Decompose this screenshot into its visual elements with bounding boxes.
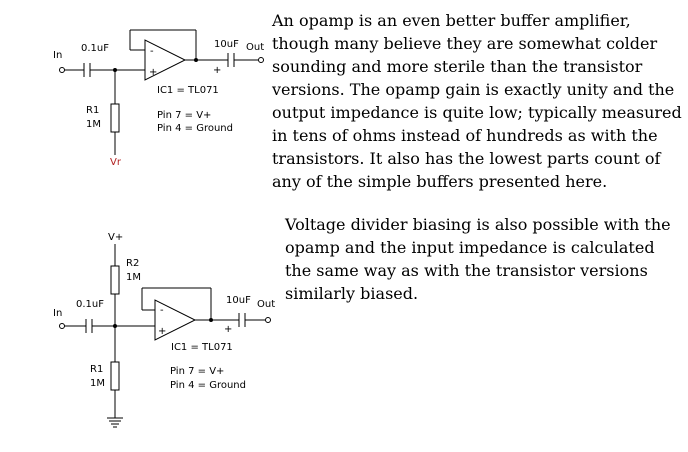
paragraph-opamp-buffer: An opamp is an even better buffer amplif… — [272, 11, 682, 191]
opamp-minus: - — [150, 46, 154, 57]
input-capacitor-value: 0.1uF — [81, 43, 109, 54]
opamp-triangle — [144, 39, 187, 81]
opamp-plus: + — [149, 67, 157, 78]
r1-name: R1 — [86, 105, 99, 116]
output-cap-plus: + — [224, 324, 232, 335]
output-label: Out — [257, 299, 275, 310]
circuit-1-buffer: In 0.1uF R1 1M Vr - + + 10uF — [53, 29, 264, 168]
r1-name: R1 — [90, 364, 103, 375]
opamp-plus: + — [158, 326, 166, 337]
pin4-label: Pin 4 = Ground — [170, 380, 246, 391]
opamp-minus: - — [160, 305, 164, 316]
output-capacitor — [238, 313, 246, 327]
paragraph-divider-biasing: Voltage divider biasing is also possible… — [285, 215, 671, 303]
r1-value: 1M — [86, 119, 101, 130]
r2-name: R2 — [126, 258, 139, 269]
ic-label: IC1 = TL071 — [157, 85, 219, 96]
output-label: Out — [246, 42, 264, 53]
input-capacitor — [85, 319, 93, 333]
resistor-r1 — [110, 361, 120, 391]
vr-label: Vr — [110, 157, 122, 168]
output-terminal — [265, 317, 271, 323]
output-terminal — [258, 57, 264, 63]
pin4-label: Pin 4 = Ground — [157, 123, 233, 134]
output-capacitor-value: 10uF — [214, 39, 239, 50]
output-capacitor-value: 10uF — [226, 295, 251, 306]
junction-dot — [113, 324, 117, 328]
input-terminal — [59, 323, 65, 329]
ic-label: IC1 = TL071 — [171, 342, 233, 353]
output-cap-plus: + — [213, 65, 221, 76]
ground-symbol — [107, 417, 123, 428]
vplus-label: V+ — [108, 232, 123, 243]
resistor-r2 — [110, 265, 120, 295]
input-label: In — [53, 308, 62, 319]
circuit-2-divider-buffer: V+ R2 1M In 0.1uF R1 1M - + — [53, 232, 275, 428]
input-terminal — [59, 67, 65, 73]
pin7-label: Pin 7 = V+ — [170, 366, 224, 377]
pin7-label: Pin 7 = V+ — [157, 110, 211, 121]
r2-value: 1M — [126, 272, 141, 283]
resistor-r1 — [110, 103, 120, 133]
r1-value: 1M — [90, 378, 105, 389]
input-label: In — [53, 50, 62, 61]
input-capacitor-value: 0.1uF — [76, 299, 104, 310]
opamp-triangle — [154, 299, 197, 341]
output-capacitor — [227, 53, 235, 67]
input-capacitor — [83, 63, 91, 77]
